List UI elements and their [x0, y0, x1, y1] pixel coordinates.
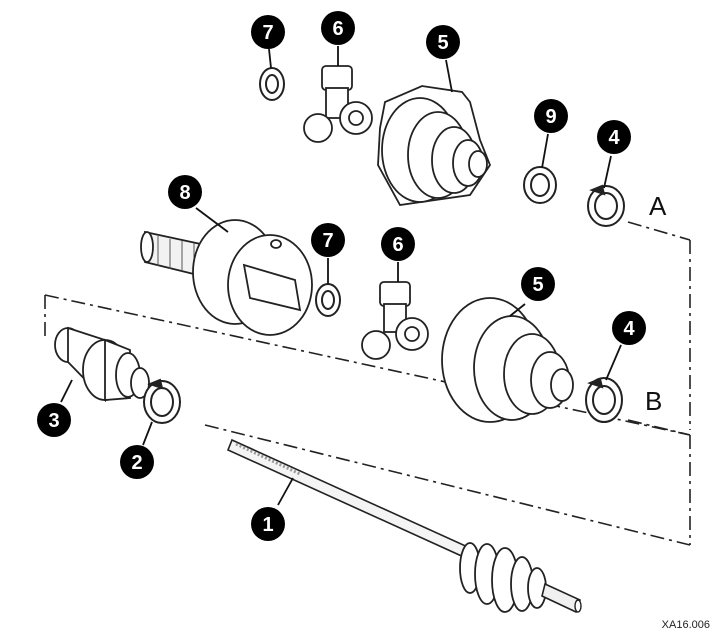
svg-text:9: 9 [545, 106, 556, 128]
callout-2: 2 [120, 445, 154, 479]
callout-9: 9 [534, 99, 568, 133]
spacer-ring [523, 166, 557, 204]
callout-7-top: 7 [251, 15, 285, 49]
callout-6-top: 6 [321, 11, 355, 45]
boot-clip-outer [143, 378, 181, 424]
tripod-spider-top [303, 65, 373, 143]
variant-label-a: A [649, 191, 667, 221]
callout-6-middle: 6 [381, 227, 415, 261]
svg-text:5: 5 [437, 32, 448, 54]
leader-lines [60, 46, 622, 506]
circlip-middle [315, 283, 341, 317]
tripod-spider-middle [361, 281, 429, 360]
callout-5-middle: 5 [521, 267, 555, 301]
svg-text:6: 6 [332, 18, 343, 40]
circlip-top [259, 67, 285, 101]
variant-label-b: B [645, 386, 662, 416]
driveshaft [226, 438, 582, 614]
callout-5-top: 5 [426, 25, 460, 59]
svg-text:7: 7 [262, 22, 273, 44]
svg-text:4: 4 [608, 127, 620, 149]
svg-text:2: 2 [131, 452, 142, 474]
boot-middle [441, 297, 574, 423]
callout-4-top: 4 [597, 120, 631, 154]
inner-cv-housing [140, 219, 313, 336]
svg-text:3: 3 [48, 410, 59, 432]
svg-text:4: 4 [623, 318, 635, 340]
callout-8: 8 [168, 175, 202, 209]
svg-text:8: 8 [179, 182, 190, 204]
outer-cv-joint [54, 326, 150, 403]
svg-text:1: 1 [262, 514, 273, 536]
reference-lines [44, 221, 691, 546]
callout-4-middle: 4 [612, 311, 646, 345]
callout-1: 1 [251, 507, 285, 541]
boot-clip-middle [585, 377, 623, 423]
boot-top [377, 85, 492, 206]
svg-text:7: 7 [322, 230, 333, 252]
svg-text:6: 6 [392, 234, 403, 256]
callout-3: 3 [37, 403, 71, 437]
boot-clip-top [587, 184, 625, 227]
figure-code: XA16.006 [662, 619, 710, 631]
callout-7-middle: 7 [311, 223, 345, 257]
svg-text:5: 5 [532, 274, 543, 296]
